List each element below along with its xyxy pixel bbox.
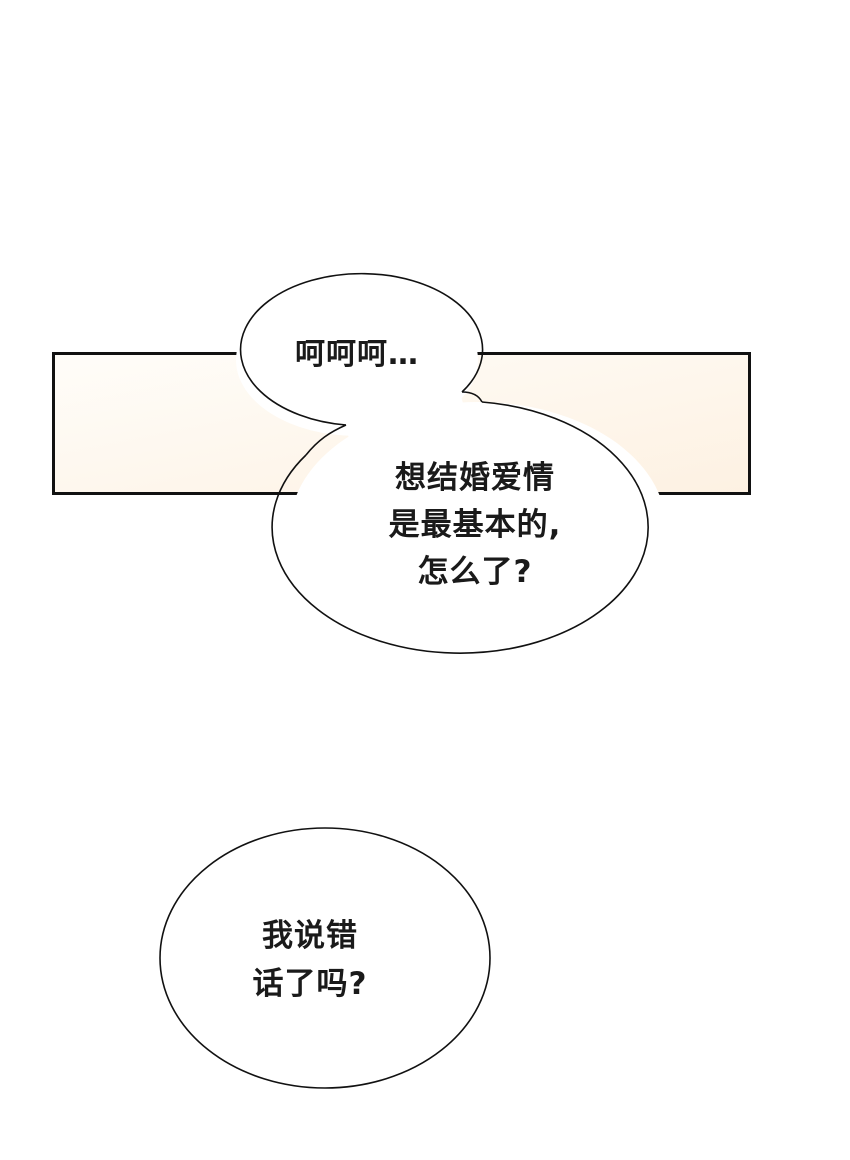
speech-bubble-3: [159, 827, 491, 1089]
bubble-2-text: 想结婚爱情 是最基本的, 怎么了?: [388, 460, 562, 590]
bubble-1-text: 呵呵呵…: [295, 337, 419, 372]
merged-speech-bubble: [236, 272, 666, 654]
bubble-3-text: 我说错 话了吗?: [252, 918, 368, 1002]
